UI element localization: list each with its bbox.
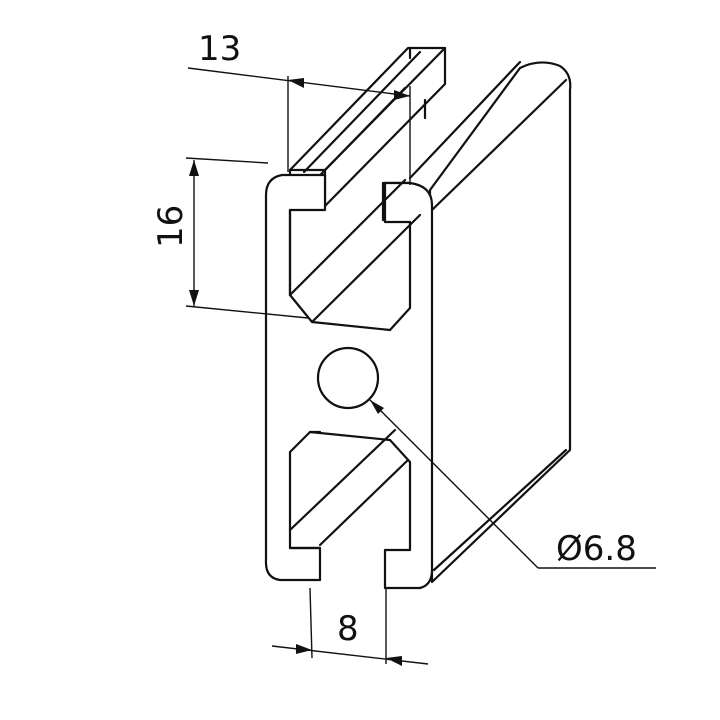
lower-slot-interior — [288, 428, 410, 550]
dimension-8: 8 — [271, 587, 429, 666]
upper-slot-interior — [288, 178, 422, 324]
dim-label-8: 8 — [337, 609, 359, 649]
dimension-13: 13 — [187, 29, 411, 185]
extrusion-side-face — [408, 60, 572, 584]
dim-label-13: 13 — [198, 29, 241, 69]
center-hole — [316, 346, 380, 410]
dim-label-16: 16 — [151, 205, 191, 248]
dim-label-hole-diameter: Ø6.8 — [556, 529, 637, 569]
dimension-16: 16 — [151, 157, 309, 319]
dimension-hole-diameter: Ø6.8 — [369, 399, 656, 569]
